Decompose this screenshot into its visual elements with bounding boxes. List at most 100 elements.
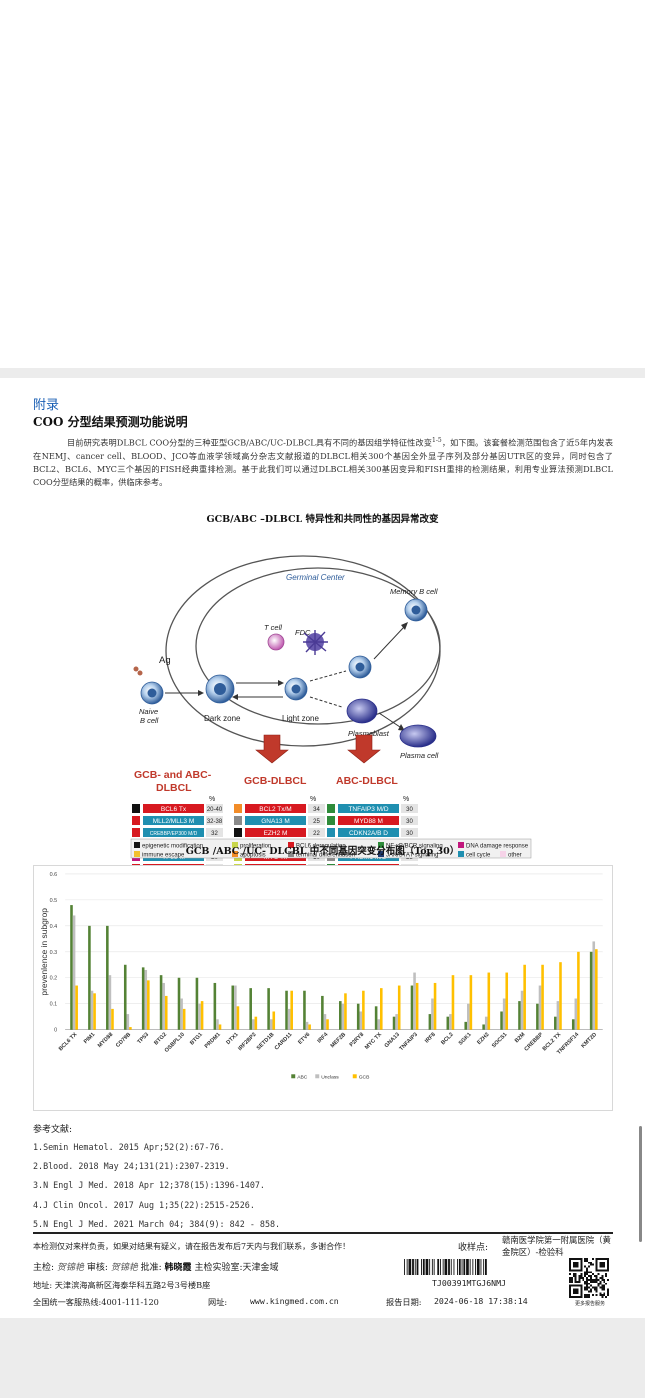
qr-module <box>586 1278 589 1281</box>
qr-module <box>582 1278 585 1281</box>
reference-item: 1.Semin Hematol. 2015 Apr;52(2):67-76. <box>33 1142 225 1152</box>
qr-module <box>578 1275 581 1278</box>
abc-origin-arrow <box>347 734 381 764</box>
legend-swatch <box>352 1074 357 1079</box>
bar-gcb <box>218 1024 222 1030</box>
bar-gcb <box>272 1011 276 1030</box>
qr-module <box>589 1278 592 1281</box>
qr-module <box>584 1280 587 1283</box>
qr-module <box>601 1286 604 1289</box>
qr-module <box>595 1280 598 1283</box>
intro-citation: 1-5 <box>432 437 442 444</box>
bar-gcb <box>308 1024 311 1030</box>
antigen-dot <box>137 670 143 676</box>
qr-module <box>599 1282 602 1285</box>
bar-abc <box>536 1003 539 1030</box>
barcode-bar <box>412 1259 414 1275</box>
qr-module <box>589 1284 592 1287</box>
qr-module <box>589 1280 592 1283</box>
naive-label: Naive <box>139 707 158 716</box>
qr-module <box>588 1278 590 1281</box>
legend-label: Unclass <box>321 1074 339 1080</box>
fig1-legend-swatch <box>378 851 384 857</box>
bar-unclass <box>574 998 578 1030</box>
bar-gcb <box>111 1008 114 1030</box>
fig1-legend-label: BCL6 deregulation <box>296 844 346 850</box>
qr-module <box>582 1277 585 1279</box>
qr-module <box>580 1273 583 1276</box>
fig1-gcb-pct-box <box>308 828 325 837</box>
qr-caption: 更多报告服务 <box>574 1301 605 1307</box>
fig1-legend-label: other <box>508 853 522 859</box>
y-tick-label: 0.6 <box>50 872 58 878</box>
fig1-shared-category-swatch <box>132 804 140 813</box>
memory-b-cell-label: Memory B cell <box>390 587 438 596</box>
intro-text-2: ，如下图。该套餐检测范围包含了近5年内发表在NEMJ、cancer cell、B… <box>33 437 614 487</box>
qr-module <box>601 1288 604 1291</box>
qr-module <box>593 1275 596 1278</box>
gc-exit-cell-nucleus <box>355 662 365 672</box>
qr-module <box>595 1288 598 1291</box>
qr-module <box>607 1290 609 1293</box>
bar-abc <box>123 964 127 1030</box>
barcode-bar <box>472 1259 474 1275</box>
fig1-legend-label: DNA damage response <box>466 844 529 850</box>
barcode-bar <box>466 1259 469 1275</box>
main-lab: 主检实验室:天津金域 <box>194 1263 279 1273</box>
barcode-bar <box>469 1259 471 1275</box>
fig1-legend-swatch <box>458 842 464 848</box>
fig1-legend-label: JAK/STAT signaling <box>386 853 438 859</box>
bar-abc <box>554 1016 557 1030</box>
collection-point-label: 收样点: <box>458 1243 489 1253</box>
references-list: 1.Semin Hematol. 2015 Apr;52(2):67-76. 2… <box>33 1138 280 1234</box>
bar-unclass <box>592 941 596 1030</box>
fig1-abc-pct-value: 30 <box>406 831 413 837</box>
main-examiner-signature: 贺锦艳 <box>56 1263 84 1273</box>
qr-module <box>586 1284 589 1287</box>
qr-module <box>597 1284 600 1287</box>
bar-gcb <box>326 1019 329 1030</box>
fig1-gcb-gene-box <box>245 804 306 813</box>
fig1-gcb-pct-value: 34 <box>313 807 320 813</box>
qr-module <box>574 1275 577 1278</box>
x-tick-label: MYD88 <box>97 1032 114 1049</box>
qr-module <box>589 1277 592 1279</box>
hotline-text: 全国统一客服热线:4001-111-120 <box>33 1297 159 1307</box>
fig1-shared-pct-box <box>206 828 223 837</box>
website-link[interactable]: www.kingmed.com.cn <box>250 1296 339 1306</box>
fig1-legend-label: cell cycle <box>466 853 491 859</box>
fdc-label: FDC <box>295 628 311 637</box>
qr-module <box>603 1294 606 1297</box>
qr-module <box>586 1288 589 1291</box>
qr-module <box>589 1288 592 1291</box>
to-plasma-arrow <box>378 712 401 728</box>
qr-module <box>584 1288 587 1291</box>
arrow-head <box>232 694 238 700</box>
qr-module <box>597 1278 600 1281</box>
bar-gcb <box>523 964 526 1030</box>
qr-module <box>574 1278 577 1281</box>
vertical-scrollbar[interactable] <box>639 1126 642 1242</box>
x-tick-label: TP53 <box>137 1032 151 1046</box>
fig1-shared-gene-label: BCL6 Tx <box>161 806 187 813</box>
reference-item: 4.J Clin Oncol. 2017 Aug 1;35(22):2515-2… <box>33 1199 255 1210</box>
barcode-bar <box>431 1259 433 1275</box>
references-title: 参考文献: <box>33 1125 73 1135</box>
bar-abc <box>159 975 163 1030</box>
fig1-legend-swatch <box>288 842 294 848</box>
qr-module <box>569 1280 571 1283</box>
qr-code[interactable] <box>569 1258 609 1298</box>
qr-module <box>570 1280 573 1283</box>
fig1-gcb-category-swatch <box>234 804 242 813</box>
bar-gcb <box>397 985 401 1030</box>
barcode-bar <box>475 1259 476 1275</box>
bar-gcb <box>379 988 383 1030</box>
gcb-pct-header: % <box>310 796 316 803</box>
qr-module <box>605 1282 608 1285</box>
page-separator <box>0 368 645 378</box>
qr-module <box>601 1277 604 1279</box>
fig1-shared-gene-box <box>143 828 204 837</box>
bar-gcb <box>433 982 437 1030</box>
antigen-dot <box>133 666 139 672</box>
fig1-shared-pct-box <box>206 816 223 825</box>
